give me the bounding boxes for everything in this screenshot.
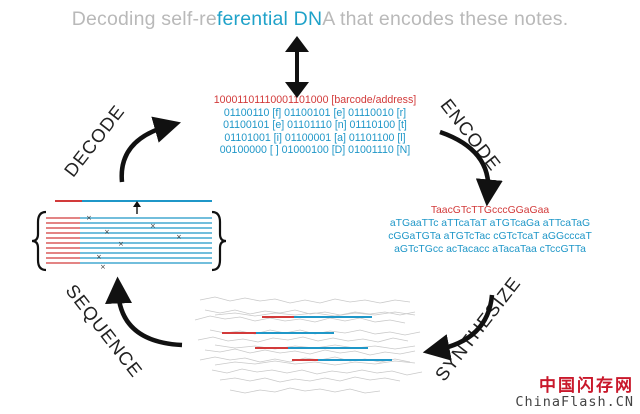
dna-sequence-block: TaacGTcTTGcccGGaGaa aTGaaTTc aTTcaTaT aT… <box>360 204 620 256</box>
brace-icon <box>211 210 227 272</box>
svg-text:×: × <box>150 222 156 230</box>
dna-strand-highlight <box>222 316 392 361</box>
dna-barcode: TaacGTcTTGcccGGaGaa <box>430 205 550 216</box>
watermark-cn: 中国闪存网 <box>539 376 634 396</box>
double-arrow-icon <box>285 36 309 98</box>
svg-text:×: × <box>100 263 106 271</box>
dna-row: cGGaTGTa aTGTcTac cGTcTcaT aGGcccaT <box>388 231 592 242</box>
title-part-before: Decoding self-re <box>71 8 217 30</box>
watermark-en: ChinaFlash.CN <box>515 394 634 410</box>
dna-row: aGTcTGcc acTacacc aTacaTaa cTccGTTa <box>394 244 586 255</box>
curved-arrow-icon <box>105 276 183 348</box>
curved-arrow-icon <box>422 294 495 361</box>
svg-text:×: × <box>86 214 92 222</box>
svg-text:×: × <box>176 233 182 241</box>
curved-arrow-icon <box>119 116 181 183</box>
binary-code-block: 10001101110001101000 [barcode/address] 0… <box>175 94 455 157</box>
barcode-binary: 10001101110001101000 [barcode/address] <box>213 94 417 106</box>
svg-text:×: × <box>104 228 110 236</box>
watermark: 中国闪存网 ChinaFlash.CN <box>515 371 634 410</box>
brace-icon <box>31 210 47 272</box>
binary-row: 00100000 [ ] 01000100 [D] 01001110 [N] <box>219 144 411 157</box>
binary-row: 01100110 [f] 01100101 [e] 01110010 [r] <box>223 106 407 119</box>
binary-row: 01101001 [i] 01100001 [a] 01101100 [l] <box>224 131 406 144</box>
page-title: Decoding self-referential DNA that encod… <box>0 8 640 31</box>
svg-text:×: × <box>118 240 124 248</box>
svg-text:×: × <box>96 253 102 261</box>
dna-row: aTGaaTTc aTTcaTaT aTGTcaGa aTTcaTaG <box>389 218 591 229</box>
binary-row: 01100101 [e] 01101110 [n] 01110100 [t] <box>223 119 407 132</box>
curved-arrow-icon <box>439 129 503 207</box>
title-part-highlight: ferential DN <box>216 8 323 30</box>
up-arrow-icon <box>133 201 141 214</box>
dna-strand-pool <box>194 296 423 394</box>
sequenced-reads-panel: × × × × × × × <box>31 200 227 272</box>
title-part-after: A that encodes these notes. <box>322 8 569 30</box>
